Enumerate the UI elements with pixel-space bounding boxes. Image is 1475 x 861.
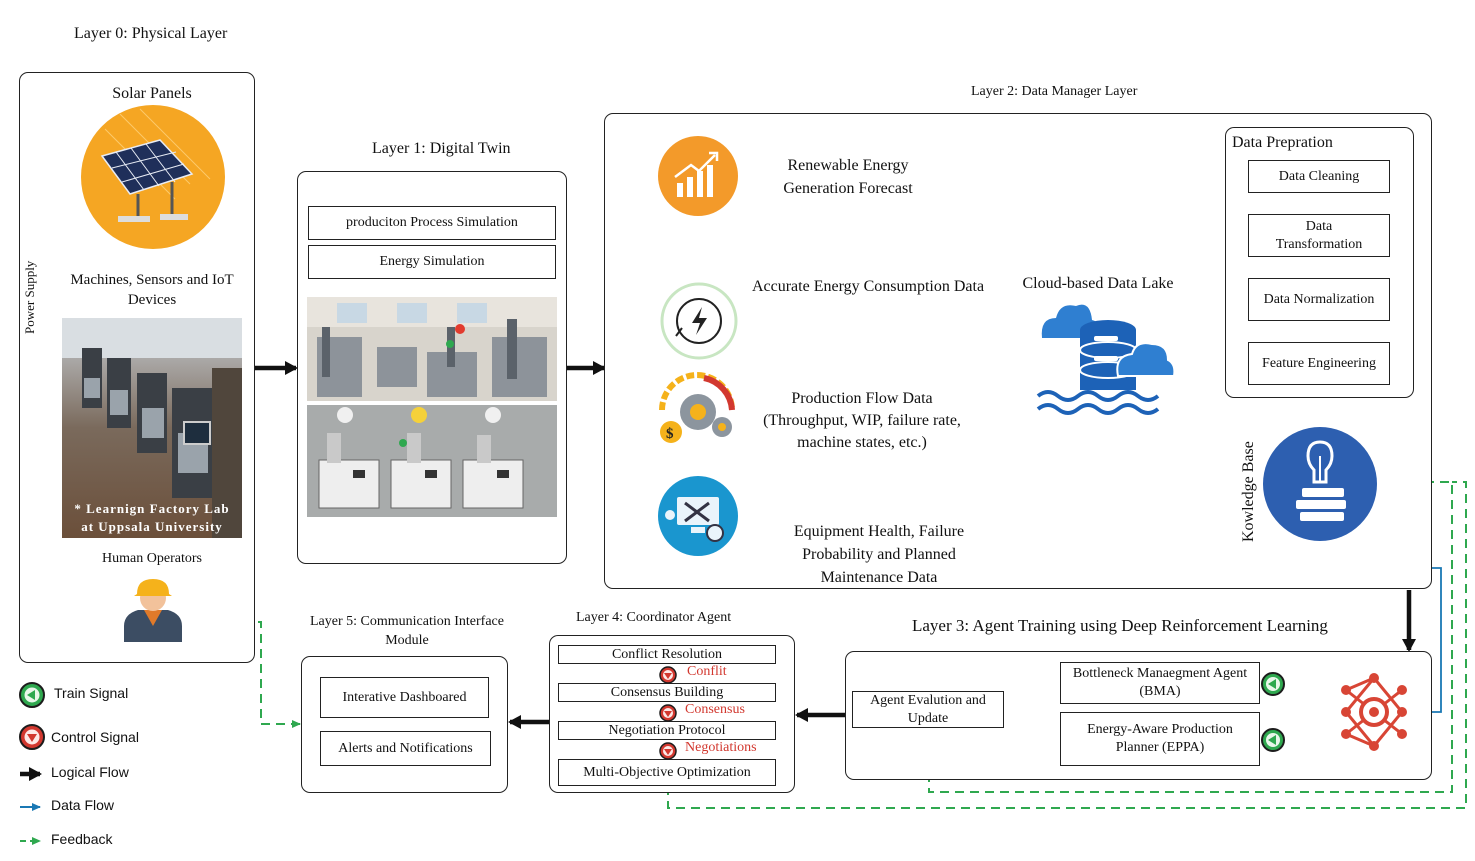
renewable-forecast-icon	[658, 136, 738, 216]
layer-5-title: Layer 5: Communication Interface Module	[310, 614, 504, 648]
layer-2-title: Layer 2: Data Manager Layer	[971, 84, 1138, 99]
factory-caption: * Learnign Factory Lab at Uppsala Univer…	[74, 501, 230, 534]
consumption-label: Accurate Energy Consumption Data	[751, 278, 985, 295]
solar-panels-label: Solar Panels	[112, 85, 192, 102]
data-normalization-box: Data Normalization	[1248, 278, 1390, 321]
interactive-dashboard-box: Interative Dashboared	[320, 677, 489, 718]
equipment-label: Equipment Health, Failure Probability an…	[793, 523, 965, 586]
multi-objective-box: Multi-Objective Optimization	[558, 759, 776, 786]
legend-feedback-label: Feedback	[51, 831, 113, 847]
drl-network-icon	[1341, 673, 1407, 751]
production-flow-icon: $	[659, 372, 735, 443]
solar-panel-icon	[81, 105, 225, 249]
power-supply-label: Power Supply	[22, 260, 37, 334]
train-signal-icon	[1261, 672, 1285, 696]
layer-4-title: Layer 4: Coordinator Agent	[576, 610, 732, 625]
layer-1-title: Layer 1: Digital Twin	[372, 140, 511, 157]
data-cleaning-box: Data Cleaning	[1248, 160, 1390, 193]
process-simulation-box: produciton Process Simulation	[308, 206, 556, 240]
legend-train-label: Train Signal	[54, 685, 129, 701]
negotiation-protocol-box: Negotiation Protocol	[558, 721, 776, 740]
energy-consumption-icon	[660, 282, 738, 360]
legend-control-label: Control Signal	[51, 729, 139, 745]
knowledge-base-label: Kowledge Base	[1240, 441, 1257, 542]
svg-text:$: $	[666, 426, 674, 442]
consensus-building-box: Consensus Building	[558, 683, 776, 702]
train-signal-icon	[1261, 728, 1285, 752]
operator-icon	[124, 579, 182, 642]
energy-simulation-box: Energy Simulation	[308, 245, 556, 279]
simulation-layout-view	[307, 405, 557, 517]
legend-control-icon	[19, 724, 45, 750]
legend-train-icon	[19, 682, 45, 708]
conflict-resolution-box: Conflict Resolution	[558, 645, 776, 664]
legend-logical-label: Logical Flow	[51, 764, 129, 780]
equipment-health-icon	[658, 476, 738, 556]
control-signal-icon	[659, 704, 677, 722]
data-transformation-box: Data Transformation	[1248, 214, 1390, 257]
data-lake-icon	[1036, 304, 1176, 415]
simulation-3d-view	[307, 297, 557, 401]
knowledge-base-icon	[1263, 427, 1377, 541]
legend-data-label: Data Flow	[51, 797, 115, 813]
layer-0-title: Layer 0: Physical Layer	[74, 25, 228, 42]
conflict-signal-label: Conflit	[687, 664, 727, 679]
human-operators-label: Human Operators	[102, 551, 202, 566]
alerts-notifications-box: Alerts and Notifications	[320, 731, 491, 766]
agent-evaluation-box: Agent Evalution and Update	[852, 691, 1004, 728]
data-lake-label: Cloud-based Data Lake	[1022, 275, 1174, 292]
factory-lab-photo	[62, 318, 242, 538]
eppa-agent-box: Energy-Aware Production Planner (EPPA)	[1060, 712, 1260, 766]
consensus-signal-label: Consensus	[685, 702, 745, 717]
bma-agent-box: Bottleneck Manaegment Agent (BMA)	[1060, 662, 1260, 704]
renewable-label: Renewable Energy Generation Forecast	[783, 157, 913, 197]
layer-3-title: Layer 3: Agent Training using Deep Reinf…	[912, 616, 1328, 635]
negotiation-signal-label: Negotiations	[685, 740, 757, 755]
machines-label: Machines, Sensors and IoT Devices	[70, 272, 234, 308]
production-flow-label: Production Flow Data (Throughput, WIP, f…	[763, 390, 961, 451]
data-preparation-title: Data Prepration	[1232, 134, 1333, 151]
control-signal-icon	[659, 666, 677, 684]
control-signal-icon	[659, 742, 677, 760]
feature-engineering-box: Feature Engineering	[1248, 342, 1390, 385]
